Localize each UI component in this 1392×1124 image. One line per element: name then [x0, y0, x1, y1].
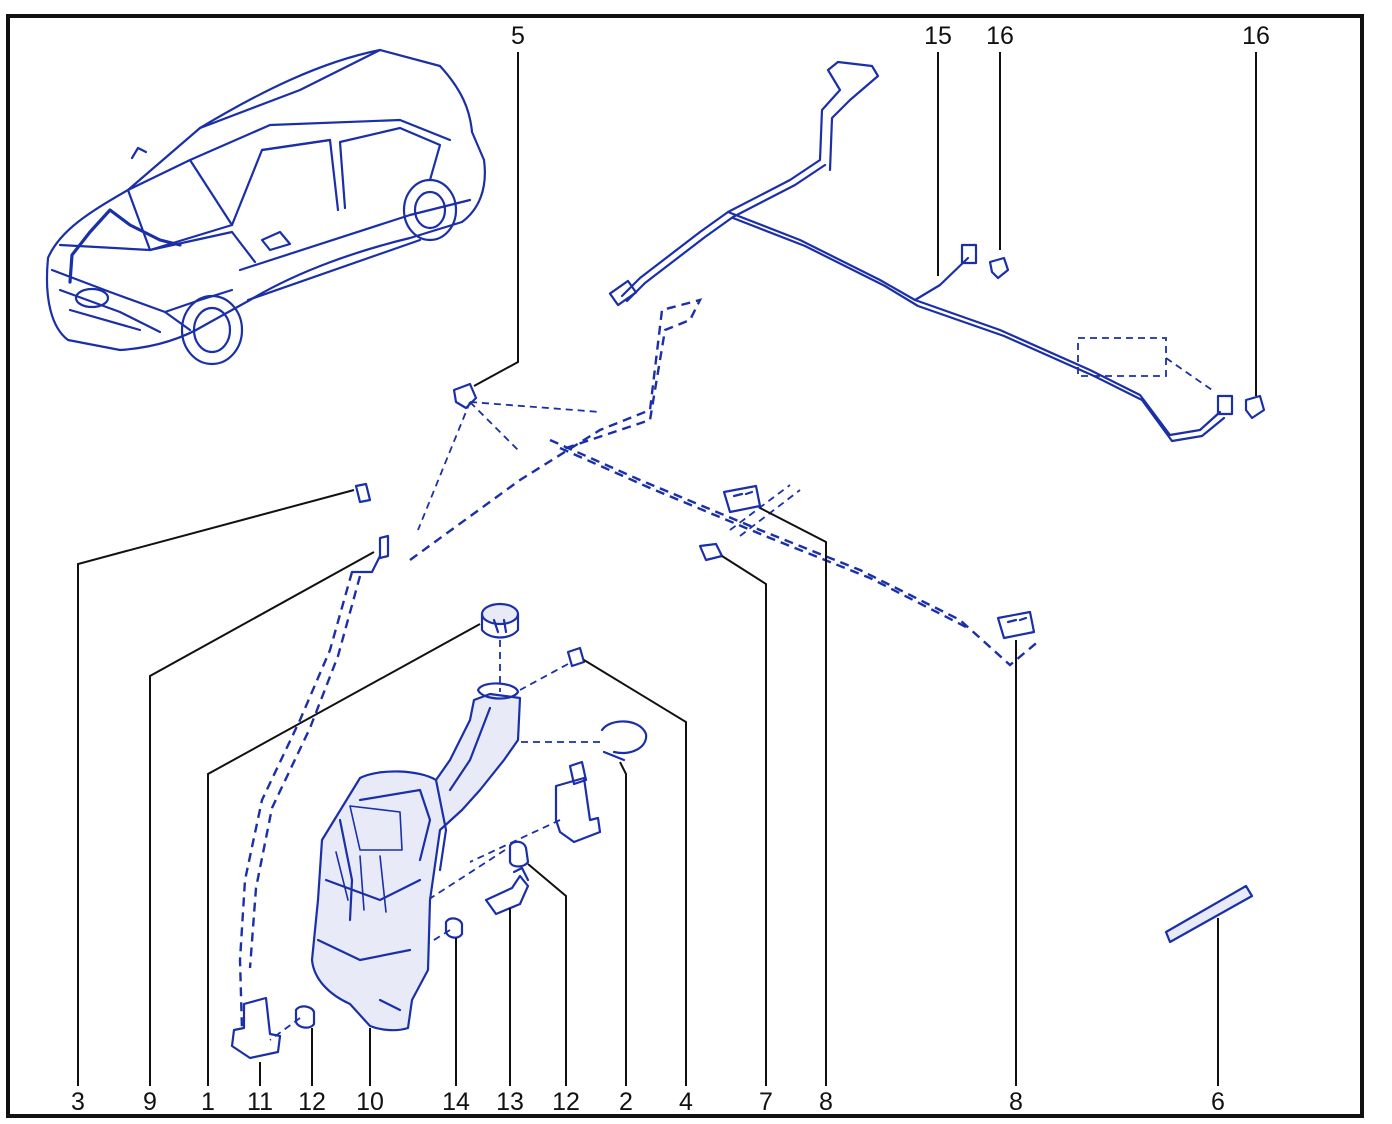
- callout-8-left: 8: [819, 1088, 833, 1116]
- callout-8-right: 8: [1009, 1088, 1023, 1116]
- washer-reservoir-icon: [310, 682, 522, 1032]
- washer-nozzle-icon: [988, 256, 1266, 420]
- callout-7: 7: [759, 1088, 773, 1116]
- callout-16-right: 16: [1242, 22, 1270, 50]
- wiring-harness-icon: [608, 60, 1234, 443]
- car-sedan-icon: [45, 48, 486, 366]
- callout-12-right: 12: [552, 1088, 580, 1116]
- callout-6: 6: [1211, 1088, 1225, 1116]
- grommet-12-lower-icon: [294, 1005, 316, 1029]
- clip-8-upper-icon: [722, 484, 762, 514]
- bolt-4-icon: [566, 646, 586, 668]
- washer-pump-upper-icon: [554, 760, 602, 844]
- callout-5: 5: [511, 22, 525, 50]
- callout-12-left: 12: [298, 1088, 326, 1116]
- callout-11: 11: [247, 1088, 273, 1116]
- filler-cap-icon: [480, 602, 520, 639]
- callout-1: 1: [201, 1088, 215, 1116]
- callout-3: 3: [71, 1088, 85, 1116]
- callout-9: 9: [143, 1088, 157, 1116]
- grommet-14-icon: [444, 917, 464, 939]
- detail-box: [1077, 337, 1213, 391]
- callout-16-left: 16: [986, 22, 1014, 50]
- diagram-frame: [6, 14, 1364, 1118]
- callout-15: 15: [924, 22, 952, 50]
- level-sensor-13-icon: [484, 866, 530, 916]
- collar-2-icon: [600, 720, 648, 762]
- callout-4: 4: [679, 1088, 693, 1116]
- clip-8-lower-icon: [996, 610, 1036, 640]
- connector-9-icon: [350, 534, 390, 574]
- callout-2: 2: [619, 1088, 633, 1116]
- callout-14: 14: [442, 1088, 470, 1116]
- connector-7-icon: [698, 542, 724, 562]
- washer-pump-icon: [230, 996, 282, 1060]
- callout-labels: 5 15 16 16 3 9 1 11 12 10 14 13 12 2 4 7…: [71, 22, 1270, 1116]
- hose-6-icon: [1164, 884, 1254, 944]
- nozzle-5-icon: [452, 382, 478, 410]
- callout-13: 13: [496, 1088, 524, 1116]
- small-parts: [230, 382, 1254, 1060]
- leader-lines: [77, 52, 1257, 1086]
- clip-3-icon: [354, 482, 372, 504]
- callout-10: 10: [356, 1088, 384, 1116]
- grommet-12-upper-icon: [508, 840, 530, 868]
